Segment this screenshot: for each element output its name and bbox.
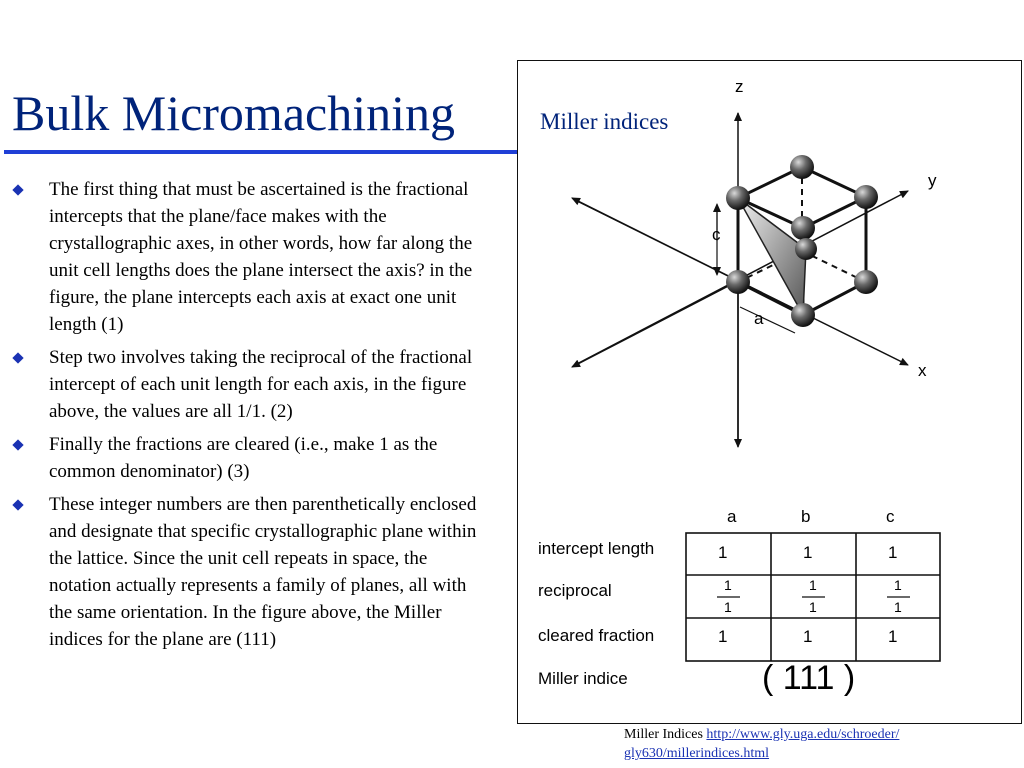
c-axis-label: c <box>712 225 721 244</box>
table-cell: 1 <box>718 627 728 646</box>
column-header-a: a <box>727 507 737 526</box>
bullet-text: Step two involves taking the reciprocal … <box>49 347 473 422</box>
table-cell: 1 <box>803 627 813 646</box>
table-cell: 1 <box>888 543 898 562</box>
diamond-bullet-icon <box>12 352 24 364</box>
row-label-intercept: intercept length <box>538 539 655 558</box>
row-label-cleared: cleared fraction <box>538 626 655 645</box>
source-link[interactable]: http://www.gly.uga.edu/schroeder/gly630/… <box>624 727 899 761</box>
x-axis-back <box>571 197 739 282</box>
diamond-bullet-icon <box>12 499 24 511</box>
column-header-c: c <box>886 507 895 526</box>
title-underline <box>4 150 520 154</box>
source-link-line2: gly630/millerindices.html <box>624 746 770 761</box>
fraction-numerator: 1 <box>894 577 902 593</box>
fraction-denominator: 1 <box>724 599 732 615</box>
fraction-numerator: 1 <box>809 577 817 593</box>
fraction-denominator: 1 <box>809 599 817 615</box>
bullet-list: The first thing that must be ascertained… <box>10 176 488 659</box>
a-axis-label: a <box>754 309 764 328</box>
figure-caption: Miller indices <box>540 109 669 134</box>
miller-plane <box>737 197 807 318</box>
unit-cell-diagram <box>571 112 941 662</box>
row-label-reciprocal: reciprocal <box>538 581 612 600</box>
bullet-text: Finally the fractions are cleared (i.e.,… <box>49 434 438 482</box>
table-cell: 1 <box>888 627 898 646</box>
source-prefix: Miller Indices <box>624 727 703 742</box>
slide-title: Bulk Micromachining <box>12 85 455 141</box>
fraction-numerator: 1 <box>724 577 732 593</box>
bullet-item: The first thing that must be ascertained… <box>10 176 488 338</box>
bullet-item: Finally the fractions are cleared (i.e.,… <box>10 431 488 485</box>
diamond-bullet-icon <box>12 184 24 196</box>
diamond-bullet-icon <box>12 439 24 451</box>
y-axis-label: y <box>928 171 937 190</box>
z-axis-label: z <box>735 77 744 96</box>
row-label-miller: Miller indice <box>538 669 628 688</box>
miller-table-grid <box>685 532 941 662</box>
table-cell: 1 <box>803 543 813 562</box>
source-citation: Miller Indices http://www.gly.uga.edu/sc… <box>624 725 1020 763</box>
source-link-line1: http://www.gly.uga.edu/schroeder/ <box>706 727 900 742</box>
bullet-item: Step two involves taking the reciprocal … <box>10 344 488 425</box>
y-axis-back <box>571 280 739 368</box>
bullet-item: These integer numbers are then parenthet… <box>10 491 488 653</box>
bullet-text: The first thing that must be ascertained… <box>49 179 473 335</box>
miller-indices-figure: Miller indices z y x c a a b c intercept… <box>517 60 1022 724</box>
fraction-denominator: 1 <box>894 599 902 615</box>
a-dimension <box>739 306 796 334</box>
column-header-b: b <box>801 507 811 526</box>
miller-index-value: ( 111 ) <box>762 659 856 697</box>
bullet-text: These integer numbers are then parenthet… <box>49 494 477 650</box>
table-cell: 1 <box>718 543 728 562</box>
lattice-atoms <box>726 155 878 327</box>
x-axis-label: x <box>918 361 927 380</box>
